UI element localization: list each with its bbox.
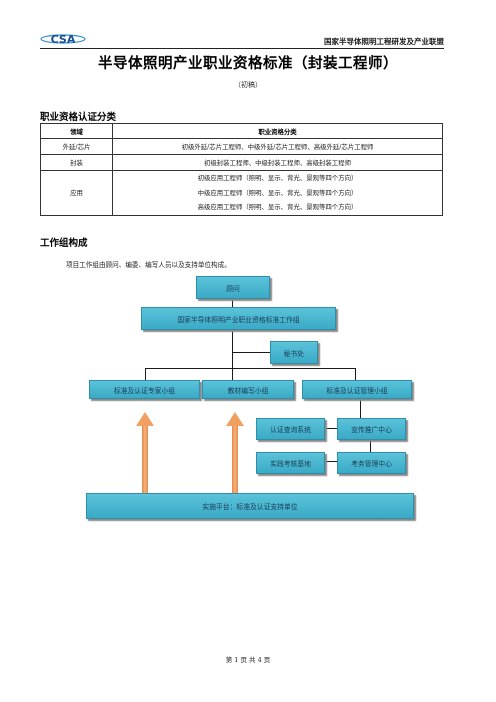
- connector-line: [370, 438, 371, 452]
- section-heading-team: 工作组构成: [40, 238, 88, 249]
- org-box-query-system: 认证查询系统: [256, 418, 325, 440]
- org-box-mgmt-group: 标准及认证管理小组: [302, 380, 412, 399]
- support-arrow: [142, 424, 148, 493]
- header-org-name: 国家半导体照明工程研发及产业联盟: [324, 37, 444, 46]
- table-header-row: 领域 职业资格分类: [40, 123, 443, 139]
- org-box-secretariat: 秘书处: [270, 341, 318, 364]
- table-cell-line: 高级应用工程师（照明、显示、背光、景观等四个方向）: [197, 203, 358, 211]
- connector-line: [232, 298, 233, 308]
- connector-line: [232, 352, 270, 353]
- table-cell-field: 封装: [40, 154, 113, 171]
- header-divider: [40, 48, 444, 49]
- table-cell-class: 初级应用工程师（照明、显示、背光、景观等四个方向） 中级应用工程师（照明、显示、…: [112, 170, 443, 216]
- team-intro-text: 项目工作组由顾问、编委、编写人员以及支持单位构成。: [66, 261, 231, 269]
- logo-text: CSA: [51, 33, 76, 46]
- table-cell-field: 外延/芯片: [40, 138, 113, 155]
- page-title: 半导体照明产业职业资格标准（封装工程师）: [98, 56, 398, 72]
- table-row: 外延/芯片 初级外延/芯片工程师、中级外延/芯片工程师、高级外延/芯片工程师: [40, 138, 443, 155]
- table-row: 应用 初级应用工程师（照明、显示、背光、景观等四个方向） 中级应用工程师（照明、…: [40, 170, 443, 216]
- org-box-exam-center: 考务管理中心: [337, 452, 406, 474]
- arrow-up-icon: [226, 412, 244, 426]
- section-heading-cert: 职业资格认证分类: [40, 112, 117, 123]
- connector-line: [360, 396, 361, 418]
- org-box-practice-base: 实践考核基地: [256, 452, 325, 474]
- connector-line: [355, 368, 356, 381]
- table-cell-line: 中级应用工程师（照明、显示、背光、景观等四个方向）: [197, 188, 358, 197]
- connector-line: [145, 368, 356, 369]
- table-cell-line: 初级应用工程师（照明、显示、背光、景观等四个方向）: [197, 174, 358, 182]
- connector-line: [323, 461, 337, 462]
- org-box-textbook-group: 教材编写小组: [202, 380, 294, 399]
- table-cell-class: 初级封装工程师、中级封装工程师、高级封装工程师: [112, 154, 443, 171]
- csa-logo: CSA: [40, 33, 86, 46]
- page-number: 第 1 页 共 4 页: [225, 656, 271, 664]
- org-box-advisor: 顾问: [196, 276, 270, 299]
- table-cell-class: 初级外延/芯片工程师、中级外延/芯片工程师、高级外延/芯片工程师: [112, 138, 443, 155]
- cert-table: 领域 职业资格分类 外延/芯片 初级外延/芯片工程师、中级外延/芯片工程师、高级…: [40, 123, 443, 216]
- arrow-up-icon: [136, 412, 154, 426]
- page-subtitle: （初稿）: [234, 81, 262, 89]
- org-box-platform: 实施平台：标准及认证支持单位: [86, 493, 414, 519]
- org-box-committee: 国家半导体照明产业职业资格标准工作组: [141, 307, 336, 330]
- column-header: 领域: [40, 123, 113, 139]
- connector-line: [145, 368, 146, 381]
- support-arrow: [232, 424, 238, 493]
- connector-line: [323, 428, 337, 429]
- connector-line: [232, 329, 233, 381]
- table-row: 封装 初级封装工程师、中级封装工程师、高级封装工程师: [40, 154, 443, 171]
- org-box-expert-group: 标准及认证专家小组: [89, 380, 200, 399]
- column-header: 职业资格分类: [112, 123, 443, 139]
- table-cell-field: 应用: [40, 170, 113, 216]
- org-box-promotion-center: 宣传推广中心: [337, 418, 406, 440]
